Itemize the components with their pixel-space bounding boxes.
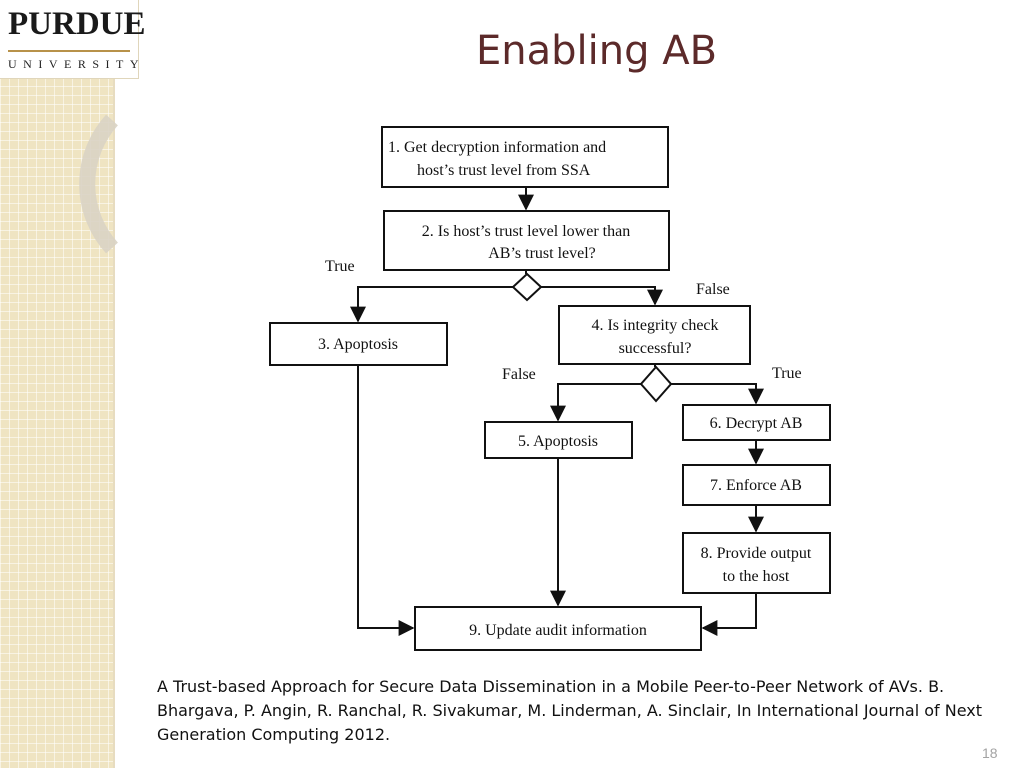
decision2-diamond: [639, 365, 673, 403]
node-step2-line2: AB’s trust level?: [488, 245, 596, 262]
node-step4-line1: 4. Is integrity check: [591, 317, 718, 334]
node-step3-text: 3. Apoptosis: [318, 336, 398, 353]
node-step1-line1: 1. Get decryption information and: [388, 139, 606, 156]
node-step5-text: 5. Apoptosis: [518, 433, 598, 450]
node-step4-box: [558, 305, 751, 365]
decision1-diamond: [511, 272, 543, 302]
edge-decision1-false-to-4: [541, 286, 663, 306]
slide-title: Enabling AB: [476, 28, 718, 74]
node-step7-box: [682, 464, 831, 506]
edge-3-to-9: [357, 365, 415, 636]
node-step2-line1: 2. Is host’s trust level lower than: [422, 223, 630, 240]
node-step8-line1: 8. Provide output: [701, 545, 812, 562]
page-number: 18: [982, 745, 998, 761]
node-step4-line2: successful?: [619, 340, 692, 357]
side-band-edge: [113, 0, 115, 768]
logo-rule: [8, 50, 130, 52]
edge-decision1-true-to-3: [350, 286, 513, 323]
node-step9-text: 9. Update audit information: [469, 622, 647, 639]
node-step8-line2: to the host: [723, 568, 790, 585]
node-step7-text: 7. Enforce AB: [710, 477, 802, 494]
logo-subtitle: UNIVERSITY: [8, 57, 145, 71]
node-step8-box: [682, 532, 831, 594]
purdue-logo: PURDUE UNIVERSITY: [0, 0, 146, 79]
node-step1-line2: host’s trust level from SSA: [417, 162, 591, 179]
node-step5-box: [484, 421, 633, 459]
node-step3-box: [269, 322, 448, 366]
branch-label-d1-false: False: [696, 281, 730, 298]
node-step1-box: [381, 126, 669, 188]
node-step6-text: 6. Decrypt AB: [710, 415, 803, 432]
logo-wordmark: PURDUE: [8, 6, 146, 42]
edge-decision2-false-to-5: [550, 383, 641, 422]
branch-label-d2-true: True: [772, 365, 802, 382]
edge-8-to-9: [701, 593, 757, 636]
node-step2-box: [383, 210, 670, 271]
citation-text: A Trust-based Approach for Secure Data D…: [157, 677, 983, 744]
edge-decision2-true-to-6: [671, 383, 764, 405]
branch-label-d2-false: False: [502, 366, 536, 383]
node-step9-box: [414, 606, 702, 651]
branch-label-d1-true: True: [325, 258, 355, 275]
